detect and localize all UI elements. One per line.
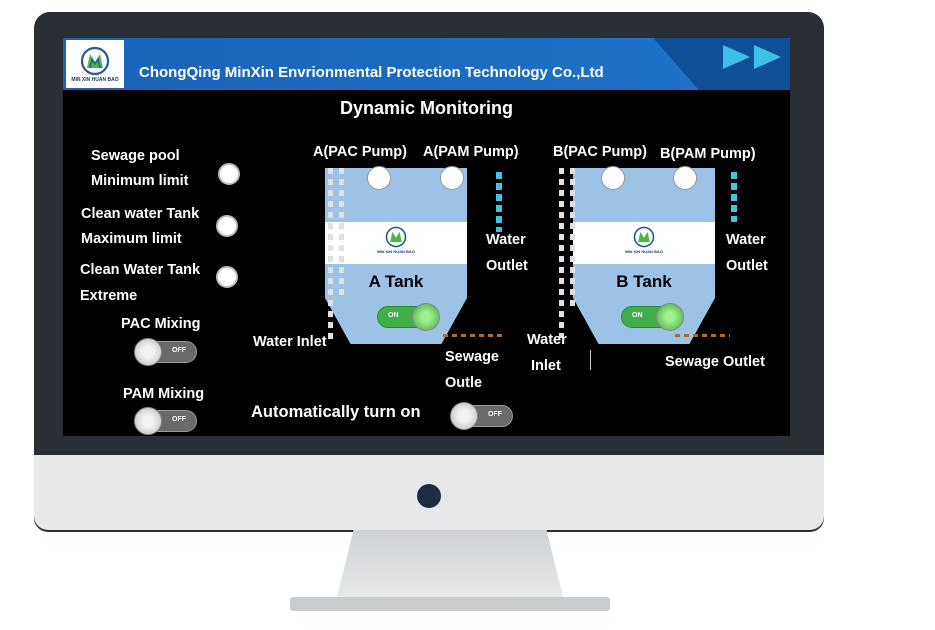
tank-b-name: B Tank xyxy=(616,272,672,291)
pac-mixing-toggle[interactable]: OFF xyxy=(134,338,197,366)
monitor-stand-neck xyxy=(335,530,565,605)
toggle-state: OFF xyxy=(172,416,186,423)
pam-mixing-label: PAM Mixing xyxy=(123,386,205,402)
company-logo: MIN XIN HUAN BAO xyxy=(66,40,124,88)
tank-a-pac-pipe xyxy=(339,168,344,298)
tank-b-water-inlet-label-2: Inlet xyxy=(531,358,561,374)
fan-icon xyxy=(134,407,162,435)
tank-b-pac-pump-label: B(PAC Pump) xyxy=(553,144,647,160)
sewage-pool-min-indicator xyxy=(218,163,240,185)
tank-b-water-outlet-label-2: Outlet xyxy=(726,258,768,274)
tank-a-sewage-pipe xyxy=(443,334,503,337)
tank-a-sewage-label-1: Sewage xyxy=(445,349,499,365)
logo-mark-icon xyxy=(80,46,110,75)
tank-a-water-inlet-label: Water Inlet xyxy=(253,334,327,350)
pac-mixing-label: PAC Mixing xyxy=(121,316,201,332)
clean-extreme-label-1: Clean Water Tank xyxy=(80,262,201,278)
auto-turn-on-label: Automatically turn on xyxy=(251,403,421,421)
tank-b-inlet-marker xyxy=(590,350,591,370)
tank-a-sewage-label-2: Outle xyxy=(445,375,483,391)
tank-b-logo: MIN XIN HUAN BAO xyxy=(621,226,667,260)
tank-b-pam-pump-label: B(PAM Pump) xyxy=(660,146,756,162)
tank-a-water-outlet-label-2: Outlet xyxy=(486,258,528,274)
logo-mark-icon xyxy=(633,226,655,248)
fan-icon xyxy=(134,338,162,366)
toggle-state: ON xyxy=(632,312,643,319)
fast-forward-icon[interactable] xyxy=(723,44,785,70)
tank-b-sewage-pipe xyxy=(675,334,730,337)
sewage-pool-label-2: Minimum limit xyxy=(91,173,189,189)
fan-icon xyxy=(412,303,440,331)
tank-b-water-inlet-label-1: Water xyxy=(527,332,567,348)
power-button[interactable] xyxy=(417,484,441,508)
tank-a-name: A Tank xyxy=(368,272,424,291)
tank-a-inlet-pipe xyxy=(328,168,333,344)
tank-a-pam-pump[interactable] xyxy=(440,166,464,190)
tank-b-inlet-pipe xyxy=(559,168,564,338)
pam-mixing-toggle[interactable]: OFF xyxy=(134,407,197,435)
company-name: ChongQing MinXin Envrionmental Protectio… xyxy=(139,64,604,81)
monitor-stand-base xyxy=(290,597,610,611)
logo-mark-icon xyxy=(385,226,407,248)
fan-icon xyxy=(450,402,478,430)
tank-a-pac-pump[interactable] xyxy=(367,166,391,190)
tank-b-pac-pump[interactable] xyxy=(601,166,625,190)
fan-icon xyxy=(656,303,684,331)
tank-a-outlet-pipe xyxy=(496,172,502,232)
tank-b-water-outlet-label-1: Water xyxy=(726,232,766,248)
tank-a-pam-pump-label: A(PAM Pump) xyxy=(423,144,519,160)
logo-text: MIN XIN HUAN BAO xyxy=(71,76,119,83)
clean-max-indicator xyxy=(216,215,238,237)
tank-b-toggle[interactable]: ON xyxy=(621,303,684,331)
clean-extreme-indicator xyxy=(216,266,238,288)
page-title: Dynamic Monitoring xyxy=(339,98,513,118)
sewage-pool-label-1: Sewage pool xyxy=(91,148,180,164)
tank-b-pam-pump[interactable] xyxy=(673,166,697,190)
tank-b-sewage-label: Sewage Outlet xyxy=(665,354,765,370)
toggle-state: OFF xyxy=(172,347,186,354)
tank-b-pac-pipe xyxy=(570,168,575,308)
clean-max-label-1: Clean water Tank xyxy=(81,206,200,222)
tank-a-logo: MIN XIN HUAN BAO xyxy=(373,226,419,260)
tank-a-water-outlet-label-1: Water xyxy=(486,232,526,248)
auto-turn-on-toggle[interactable]: OFF xyxy=(450,402,513,430)
toggle-state: ON xyxy=(388,312,399,319)
tank-a-pac-pump-label: A(PAC Pump) xyxy=(313,144,407,160)
toggle-state: OFF xyxy=(488,411,502,418)
tank-a-toggle[interactable]: ON xyxy=(377,303,440,331)
scada-screen: MIN XIN HUAN BAO ChongQing MinXin Envrio… xyxy=(63,38,790,436)
clean-extreme-label-2: Extreme xyxy=(80,288,138,304)
tank-b-outlet-pipe xyxy=(731,172,737,222)
clean-max-label-2: Maximum limit xyxy=(81,231,182,247)
